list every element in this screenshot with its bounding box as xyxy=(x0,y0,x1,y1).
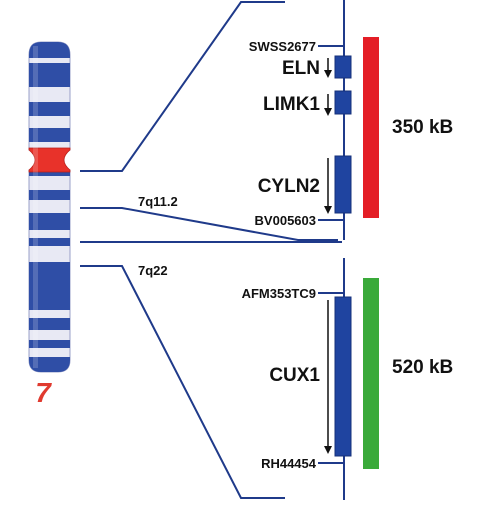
chromosome-band xyxy=(29,172,70,176)
chromosome-q-bands xyxy=(29,172,70,372)
marker-end-label: BV005603 xyxy=(255,213,316,228)
chromosome-sheen xyxy=(33,46,38,368)
band-label-7q22: 7q22 xyxy=(138,263,168,278)
gene-block-eln xyxy=(334,55,352,79)
chromosome-band xyxy=(29,128,70,142)
connector-top xyxy=(80,1,285,172)
chromosome-band xyxy=(29,190,70,200)
arrowhead-eln xyxy=(324,70,332,78)
region-1-arrowheads xyxy=(324,70,332,214)
gene-label-eln: ELN xyxy=(282,58,320,79)
connector-bottom xyxy=(80,265,285,499)
gene-block-limk1 xyxy=(334,90,352,115)
chromosome-band xyxy=(29,357,70,372)
arrowhead-limk1 xyxy=(324,108,332,116)
gene-label-limk1: LIMK1 xyxy=(263,94,320,115)
arrowhead-cux1 xyxy=(324,446,332,454)
chromosome-band xyxy=(29,318,70,330)
arrowhead-cyln2 xyxy=(324,206,332,214)
connector-mid-upper xyxy=(80,207,338,241)
band-label-7q11-2: 7q11.2 xyxy=(138,194,178,209)
region-cux1: AFM353TC9 RH44454 CUX1 520 kB xyxy=(242,258,453,500)
chromosome-band xyxy=(29,63,70,87)
chromosome-band xyxy=(29,238,70,246)
chromosome-band xyxy=(29,340,70,348)
gene-block-cyln2 xyxy=(334,155,352,214)
region-size-label-350kb: 350 kB xyxy=(392,117,453,138)
gene-block-cux1 xyxy=(334,296,352,457)
gene-label-cux1: CUX1 xyxy=(269,365,320,386)
region-size-bar-red xyxy=(363,37,379,218)
chromosome-band xyxy=(29,42,70,58)
chromosome-centromere xyxy=(28,147,71,173)
chromosome-p-bands xyxy=(29,42,70,142)
region-williams: SWSS2677 BV005603 ELN LIMK1 CYLN2 350 kB xyxy=(249,0,453,240)
region-size-bar-green xyxy=(363,278,379,469)
marker-end-label: RH44454 xyxy=(261,456,317,471)
marker-start-label: SWSS2677 xyxy=(249,39,316,54)
region-size-label-520kb: 520 kB xyxy=(392,357,453,378)
chromosome-ideogram: 7 xyxy=(28,41,71,408)
chromosome-band xyxy=(29,213,70,230)
connector-lines xyxy=(80,1,342,499)
gene-label-cyln2: CYLN2 xyxy=(258,176,320,197)
chromosome-number-label: 7 xyxy=(35,377,52,408)
chromosome-band xyxy=(29,262,70,310)
marker-start-label: AFM353TC9 xyxy=(242,286,316,301)
chromosome-band xyxy=(29,102,70,116)
